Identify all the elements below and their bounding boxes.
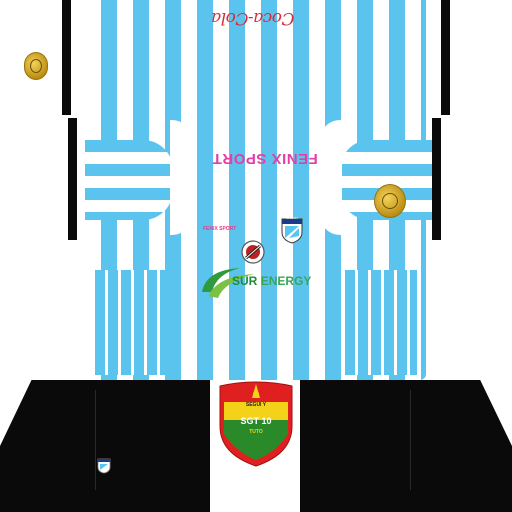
shorts-crest-icon bbox=[97, 458, 111, 474]
shirt-hem-right bbox=[345, 270, 417, 375]
sponsor-swoosh-icon bbox=[196, 262, 266, 302]
sleeve-right-lower-cuff bbox=[432, 118, 441, 240]
center-crest-icon bbox=[241, 240, 265, 264]
league-badge-line2: SGT 10 bbox=[240, 416, 272, 426]
league-badge-line3: TUTO bbox=[249, 429, 263, 435]
league-badge-line1: SEGUI Y bbox=[245, 402, 267, 408]
brand-small-logo: FENIX SPORT bbox=[203, 226, 237, 232]
sponsor-sur: SUR bbox=[232, 274, 258, 288]
armhole-right bbox=[320, 120, 342, 235]
brand-text-fenix-sport: FENIX SPORT bbox=[212, 150, 318, 167]
sleeve-right-upper-cuff bbox=[441, 0, 450, 115]
shorts-right bbox=[300, 380, 512, 512]
sleeve-right-upper bbox=[441, 0, 512, 115]
shorts-left bbox=[0, 380, 210, 512]
sponsor-coca-cola-logo: Coca-Cola bbox=[211, 8, 295, 28]
gold-medal-icon-left bbox=[24, 52, 48, 80]
shorts-seam-right bbox=[410, 390, 411, 490]
league-badge-icon bbox=[216, 380, 296, 470]
armhole-left bbox=[170, 120, 192, 235]
sleeve-left-upper-cuff bbox=[62, 0, 71, 115]
sponsor-sur-energy-text: SUR ENERGY bbox=[232, 274, 311, 288]
shirt-hem-left bbox=[95, 270, 165, 375]
shorts-seam-left bbox=[95, 390, 96, 490]
sponsor-energy: ENERGY bbox=[260, 274, 312, 288]
sleeve-left-lower bbox=[85, 140, 173, 220]
gold-medal-icon-right bbox=[374, 184, 406, 218]
shirt-shoulder-left bbox=[85, 0, 180, 110]
club-crest-label: CICLON bbox=[286, 216, 298, 220]
sleeve-left-lower-cuff bbox=[68, 118, 77, 240]
club-crest-icon bbox=[281, 218, 303, 244]
